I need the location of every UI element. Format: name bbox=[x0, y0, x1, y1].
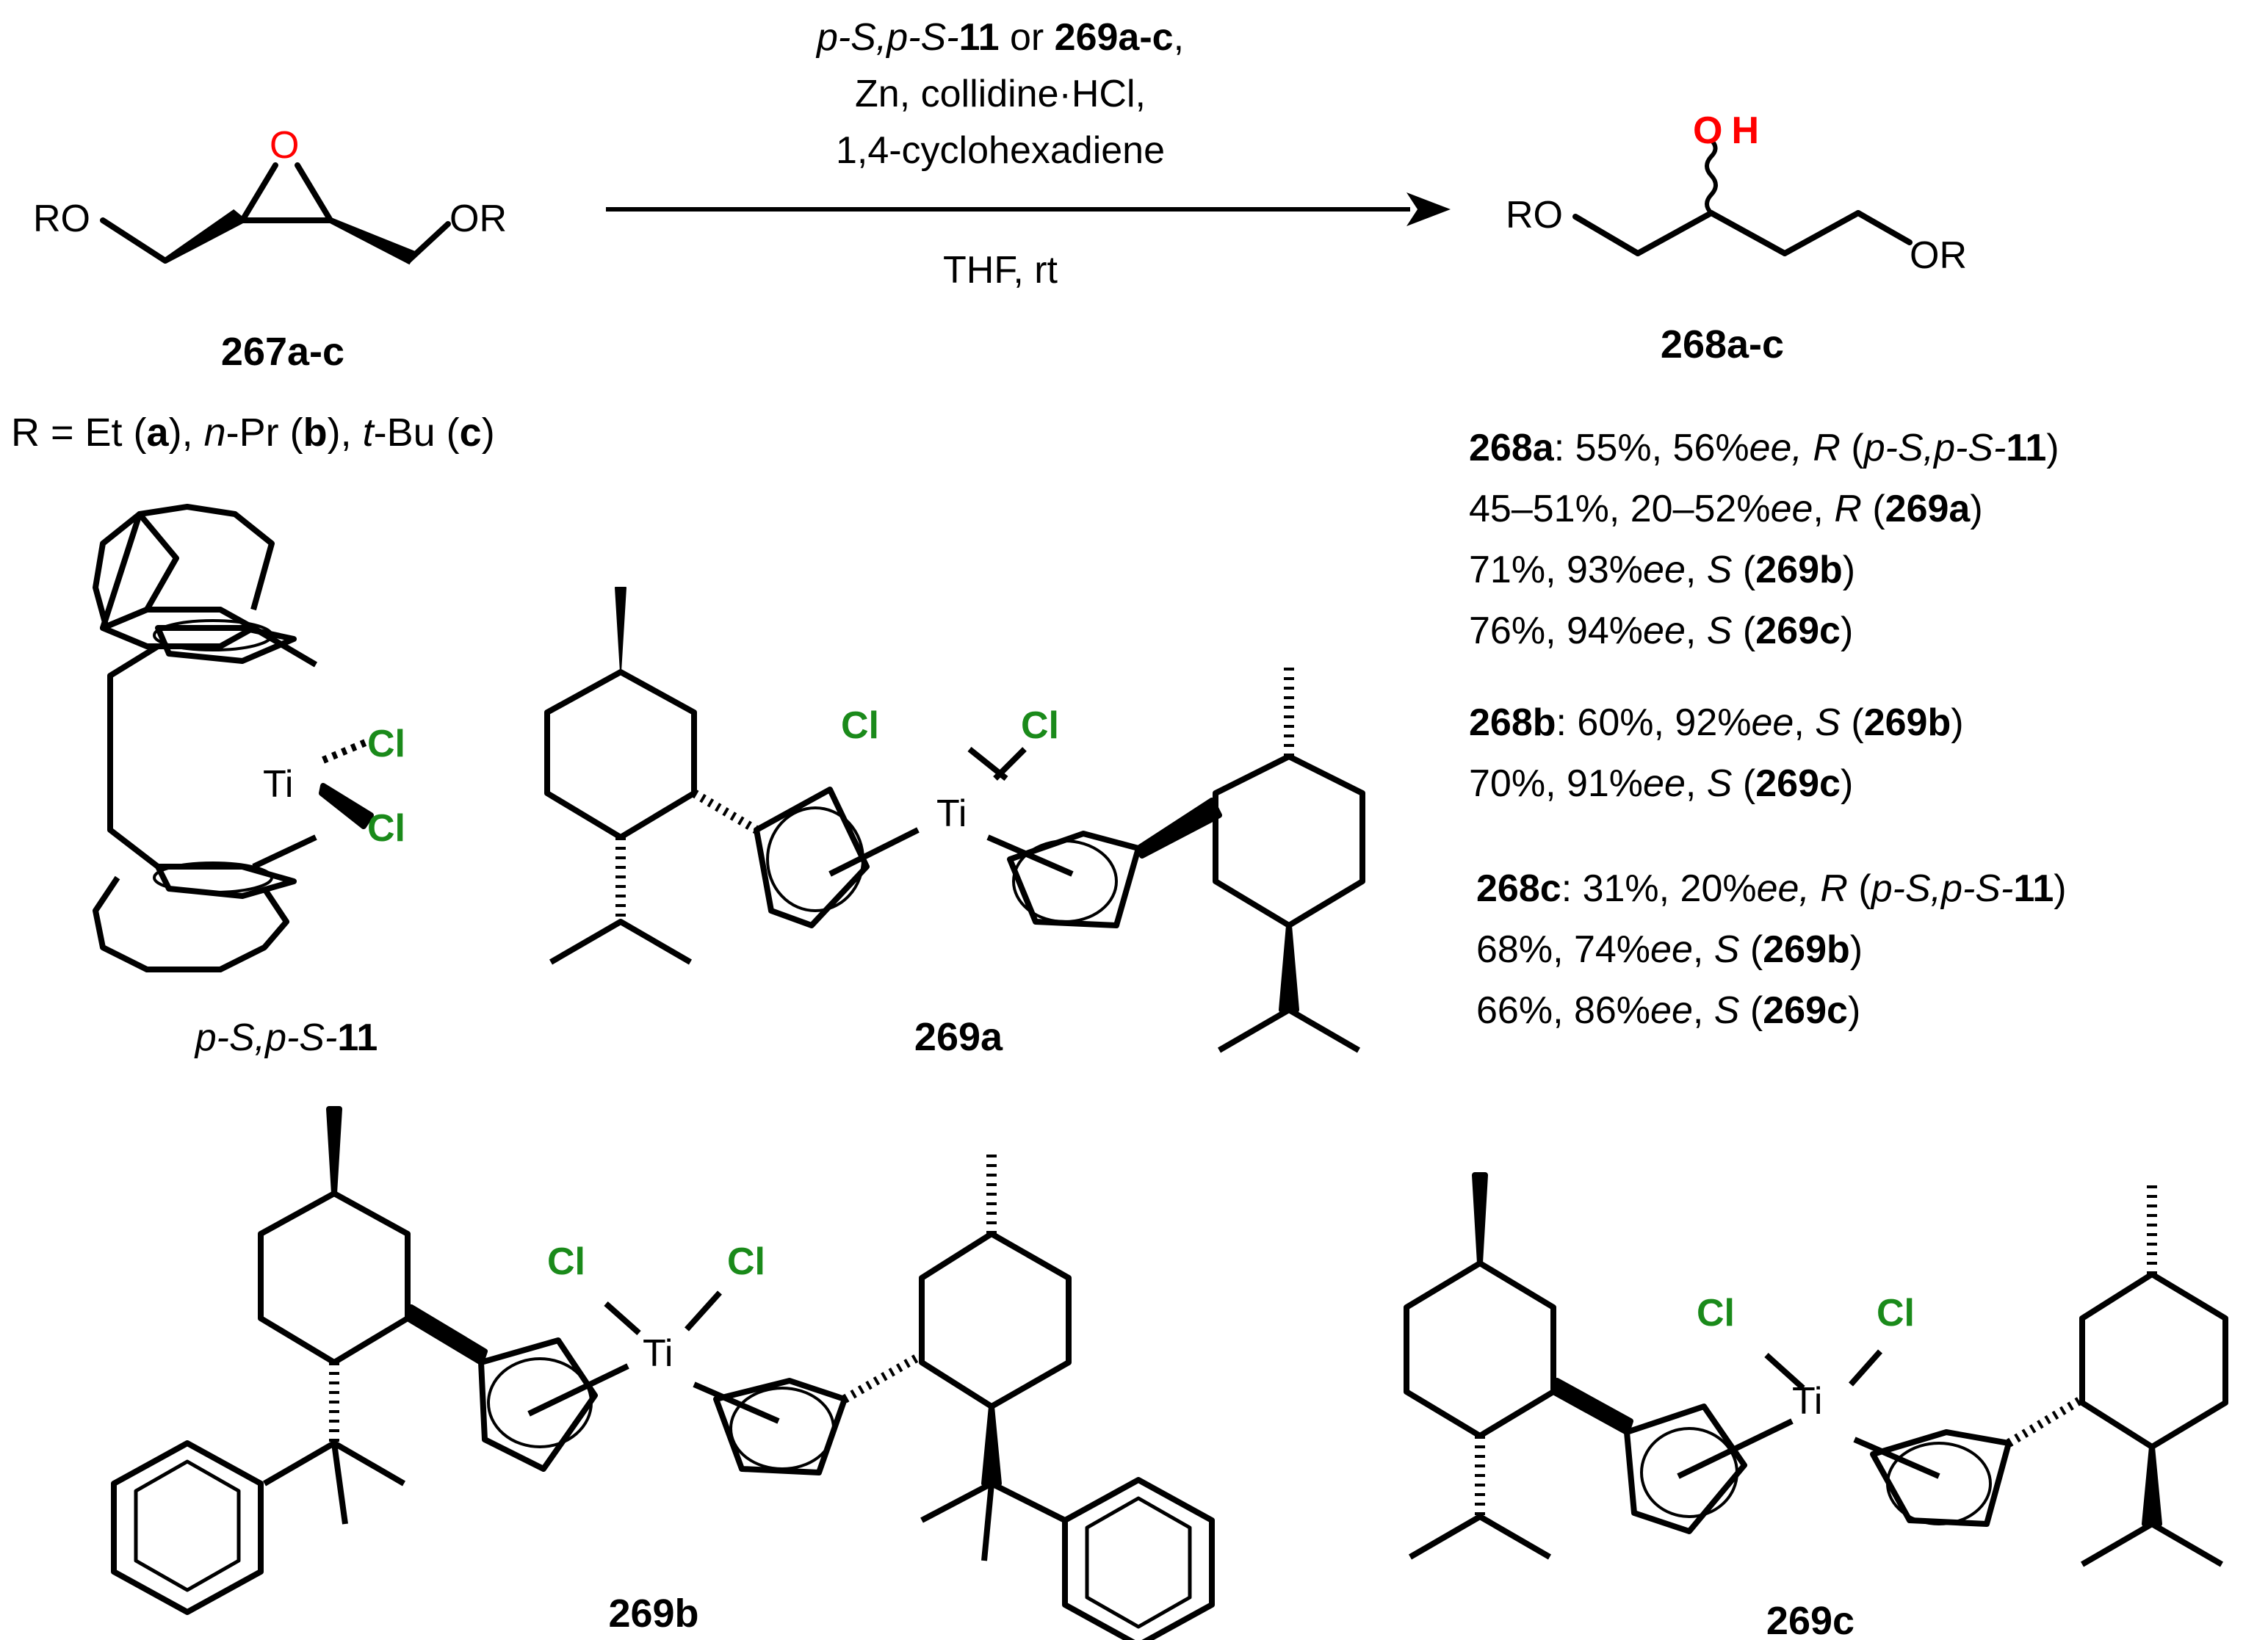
catalyst-269a-cl-2: Cl bbox=[1021, 704, 1059, 747]
result-268c-line-2: 68%, 74%ee, S (269b) bbox=[1476, 928, 1863, 971]
result-268a-line-1: 268a: 55%, 56%ee, R (p-S,p-S-11) bbox=[1469, 427, 2059, 469]
result-268b-line-1: 268b: 60%, 92%ee, S (269b) bbox=[1469, 701, 1964, 744]
product-ro-left: RO bbox=[1506, 194, 1563, 236]
results-block: 268a: 55%, 56%ee, R (p-S,p-S-11) 45–51%,… bbox=[1469, 427, 2067, 1032]
catalyst-269b-ti: Ti bbox=[643, 1332, 673, 1375]
result-268c-line-1: 268c: 31%, 20%ee, R (p-S,p-S-11) bbox=[1476, 867, 2067, 910]
catalyst-269a-label: 269a bbox=[914, 1015, 1003, 1059]
reaction-arrow bbox=[606, 192, 1451, 226]
catalyst-11-cl-1: Cl bbox=[367, 723, 405, 765]
catalyst-269a-ti: Ti bbox=[936, 792, 967, 835]
reactant-r-definition: R = Et (a), n-Pr (b), t-Bu (c) bbox=[11, 411, 495, 455]
catalyst-269c-cl-1: Cl bbox=[1697, 1292, 1735, 1334]
conditions-line-1: p-S,p-S-11 or 269a-c, bbox=[815, 16, 1184, 59]
catalyst-11-label: p-S,p-S-11 bbox=[194, 1016, 378, 1059]
catalyst-11-cl-2: Cl bbox=[367, 807, 405, 850]
catalyst-269c-label: 269c bbox=[1766, 1599, 1855, 1640]
catalyst-269b-cl-1: Cl bbox=[547, 1240, 585, 1283]
catalyst-11-ti: Ti bbox=[263, 763, 293, 806]
reactant-epoxide-oxygen: O bbox=[270, 124, 299, 167]
catalyst-269c-structure bbox=[1404, 1172, 2228, 1567]
result-268c-line-3: 66%, 86%ee, S (269c) bbox=[1476, 989, 1860, 1032]
reactant-or-right: OR bbox=[449, 198, 507, 240]
conditions-line-4: THF, rt bbox=[943, 249, 1058, 292]
catalyst-269c-cl-2: Cl bbox=[1877, 1292, 1915, 1334]
catalyst-11-structure bbox=[93, 504, 374, 972]
product-label: 268a-c bbox=[1661, 322, 1784, 366]
conditions-line-2: Zn, collidine·HCl, bbox=[855, 73, 1146, 115]
catalyst-269c-ti: Ti bbox=[1792, 1380, 1822, 1423]
product-or-right: OR bbox=[1910, 234, 1967, 277]
result-268a-line-2: 45–51%, 20–52%ee, R (269a) bbox=[1469, 488, 1983, 530]
reactant-ro-left: RO bbox=[33, 198, 90, 240]
result-268a-line-3: 71%, 93%ee, S (269b) bbox=[1469, 549, 1855, 591]
reactant-label: 267a-c bbox=[221, 330, 344, 374]
catalyst-269a-cl-1: Cl bbox=[841, 704, 879, 747]
reaction-conditions: p-S,p-S-11 or 269a-c, Zn, collidine·HCl,… bbox=[815, 16, 1184, 292]
catalyst-269b-cl-2: Cl bbox=[727, 1240, 765, 1283]
catalyst-269b-structure bbox=[111, 1106, 1215, 1640]
result-268b-line-2: 70%, 91%ee, S (269c) bbox=[1469, 762, 1853, 805]
catalyst-269a-structure bbox=[544, 587, 1365, 1053]
catalyst-269b-label: 269b bbox=[608, 1592, 698, 1636]
reactant-267: RO O OR bbox=[33, 124, 507, 265]
conditions-line-3: 1,4-cyclohexadiene bbox=[836, 129, 1165, 172]
result-268a-line-4: 76%, 94%ee, S (269c) bbox=[1469, 610, 1853, 652]
